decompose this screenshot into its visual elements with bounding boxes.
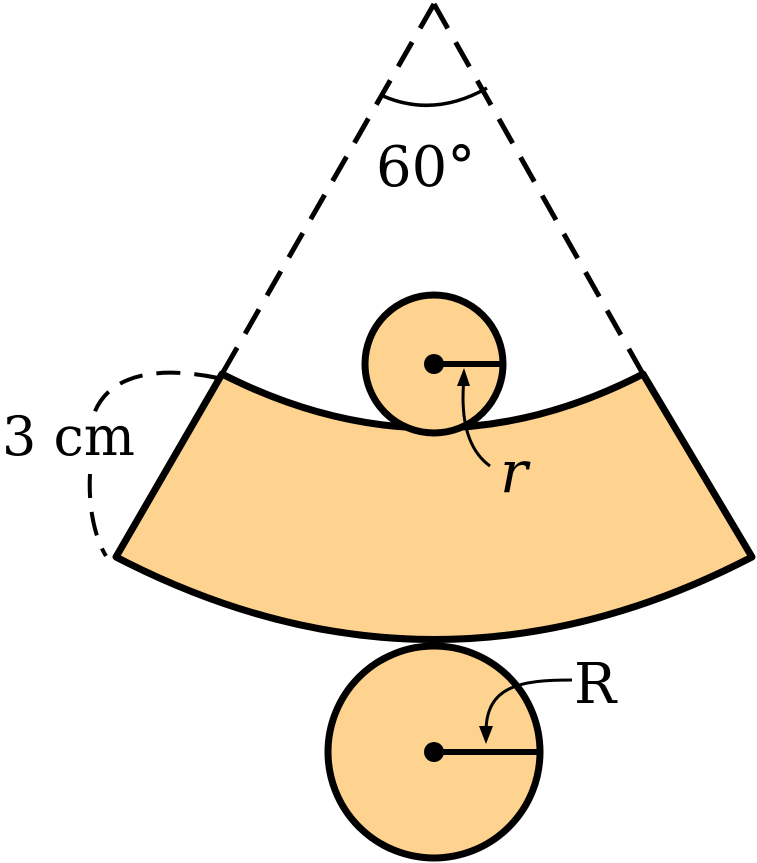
dashed-left-side <box>219 2 437 376</box>
angle-label: 60° <box>376 135 475 200</box>
small-radius-label: r <box>500 438 531 506</box>
angle-arc <box>382 86 488 108</box>
large-radius-arrowhead <box>479 726 493 744</box>
small-center-dot <box>424 354 444 374</box>
annular-sector <box>112 370 756 643</box>
small-radius-pointer <box>461 377 491 468</box>
width-dimension-arc <box>87 370 219 558</box>
large-radius-label: R <box>574 652 618 717</box>
large-center-dot <box>424 742 444 762</box>
large-radius-pointer <box>484 678 573 733</box>
dashed-right-side <box>431 2 646 376</box>
width-label: 3 cm <box>2 405 135 468</box>
small-radius-arrowhead <box>457 368 470 386</box>
